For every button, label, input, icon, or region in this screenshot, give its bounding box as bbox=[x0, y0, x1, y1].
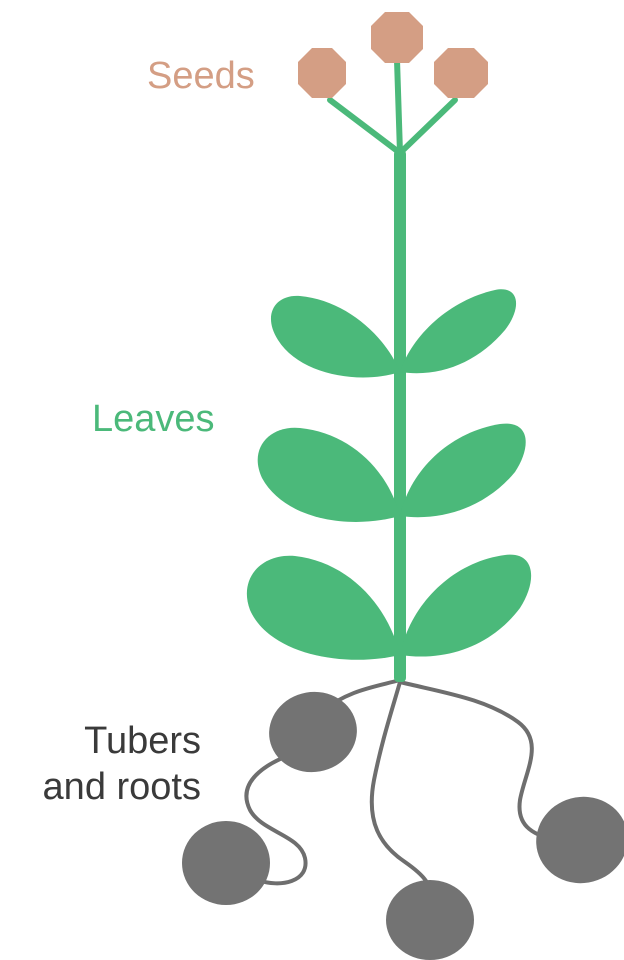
root-right bbox=[400, 682, 560, 842]
leaf-top-right bbox=[400, 289, 516, 373]
leaf-bottom-left bbox=[247, 556, 400, 660]
tubers-label-line2: and roots bbox=[1, 764, 201, 810]
seeds bbox=[298, 12, 488, 98]
tubers bbox=[182, 685, 624, 960]
seed-stalk-right bbox=[400, 100, 455, 153]
seed-center bbox=[371, 12, 423, 63]
tuber-right bbox=[526, 787, 624, 894]
tuber-left bbox=[182, 821, 270, 905]
leaves-label: Leaves bbox=[92, 396, 215, 442]
seed-left bbox=[298, 48, 346, 98]
leaves bbox=[247, 289, 531, 659]
leaf-middle-left bbox=[258, 428, 400, 522]
tuber-bottom bbox=[386, 880, 474, 960]
seed-stalk-center bbox=[397, 60, 400, 153]
stem bbox=[394, 150, 406, 682]
leaf-top-left bbox=[271, 296, 400, 378]
seed-right bbox=[434, 48, 488, 98]
seed-stalk-left bbox=[330, 100, 400, 153]
leaf-bottom-right bbox=[400, 555, 531, 657]
tubers-and-roots-label: Tubers and roots bbox=[1, 718, 201, 810]
leaf-middle-right bbox=[400, 424, 526, 518]
root-center bbox=[372, 682, 431, 900]
tubers-label-line1: Tubers bbox=[1, 718, 201, 764]
seeds-label: Seeds bbox=[147, 53, 255, 99]
tuber-top bbox=[263, 685, 364, 779]
